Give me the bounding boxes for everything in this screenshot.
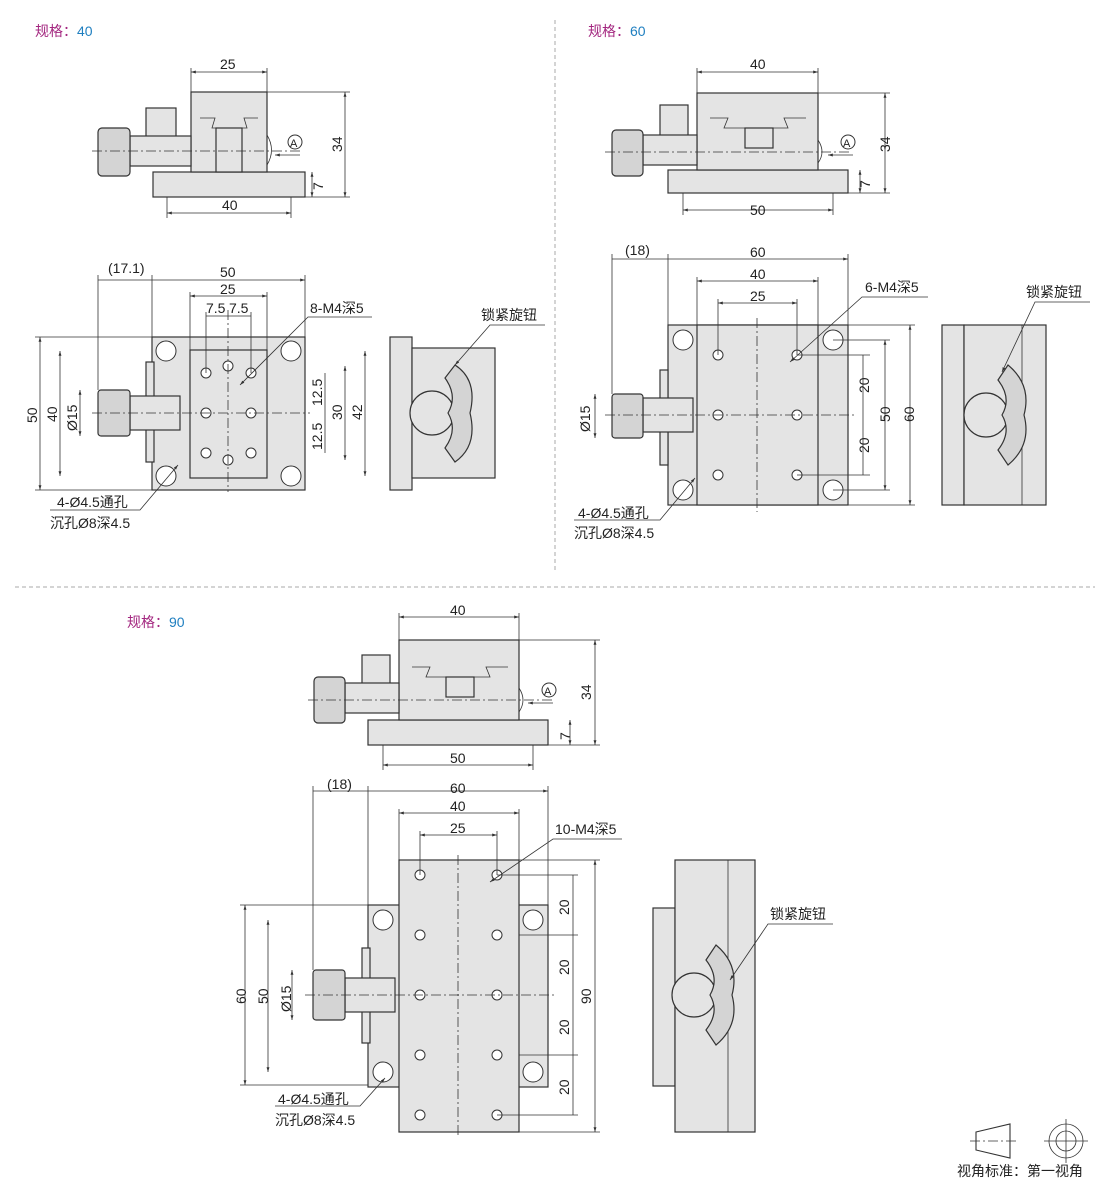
dimension-label: 60 — [233, 988, 249, 1004]
dimension-label: (18) — [327, 776, 352, 792]
top-view: (18) 60 40 25 10-M4深5 60 50 Ø15 20 20 20… — [233, 776, 622, 1138]
dimension-label: 25 — [220, 56, 236, 72]
dimension-label: 沉孔Ø8深4.5 — [50, 515, 130, 531]
dimension-label: 20 — [856, 377, 872, 393]
dimension-label: 7.5 — [206, 300, 226, 316]
top-view: (18) 60 40 25 6-M4深5 Ø15 20 20 50 60 4-Ø… — [574, 242, 928, 541]
dimension-label: 34 — [877, 136, 893, 152]
dimension-label: 20 — [556, 959, 572, 975]
dimension-label: 20 — [556, 1079, 572, 1095]
end-view: 锁紧旋钮 — [652, 859, 833, 1133]
dimension-label: 60 — [450, 780, 466, 796]
side-view: 40 34 7 50 A — [308, 602, 600, 770]
dimension-label: 40 — [750, 266, 766, 282]
dimension-label: 25 — [450, 820, 466, 836]
dimension-label: 40 — [222, 197, 238, 213]
dimension-label: 锁紧旋钮 — [481, 307, 537, 323]
dimension-label: A — [843, 138, 851, 150]
dimension-label: Ø15 — [278, 985, 294, 1012]
dimension-label: 锁紧旋钮 — [1026, 284, 1082, 300]
dimension-label: 20 — [556, 1019, 572, 1035]
dimension-label: 40 — [450, 798, 466, 814]
dimension-label: (18) — [625, 242, 650, 258]
dimension-label: 40 — [77, 23, 93, 39]
dimension-label: 60 — [750, 244, 766, 260]
dimension-label: 7.5 — [229, 300, 249, 316]
spec-90-section: 规格：90 40 34 7 50 A (18) 60 40 25 10-M4深5… — [127, 602, 833, 1138]
dimension-label: 10-M4深5 — [555, 821, 617, 837]
dimension-label: 50 — [255, 988, 271, 1004]
spec-title: 规格：40 — [35, 23, 93, 39]
dimension-label: (17.1) — [108, 260, 145, 276]
dimension-label: 6-M4深5 — [865, 279, 919, 295]
dimension-label: 25 — [220, 281, 236, 297]
side-view: 25 34 7 40 A — [92, 56, 350, 218]
dimension-label: 4-Ø4.5通孔 — [57, 494, 128, 510]
dimension-label: 12.5 — [309, 379, 325, 406]
dimension-label: 7 — [557, 732, 573, 740]
dimension-label: 90 — [578, 988, 594, 1004]
dimension-label: 规格： — [127, 614, 169, 630]
dimension-label: 34 — [578, 684, 594, 700]
dimension-label: 沉孔Ø8深4.5 — [275, 1112, 355, 1128]
dimension-label: 60 — [630, 23, 646, 39]
dimension-label: Ø15 — [577, 405, 593, 432]
dimension-label: 4-Ø4.5通孔 — [278, 1091, 349, 1107]
spec-title: 规格：90 — [127, 614, 185, 630]
dimension-label: 50 — [750, 202, 766, 218]
dimension-label: 8-M4深5 — [310, 300, 364, 316]
dimension-label: A — [290, 138, 298, 150]
projection-legend: 视角标准：第一视角 — [957, 1119, 1088, 1179]
dimension-label: Ø15 — [64, 404, 80, 431]
dimension-label: 锁紧旋钮 — [770, 906, 826, 922]
dimension-label: 50 — [24, 407, 40, 423]
dimension-label: A — [544, 686, 552, 698]
dimension-label: 42 — [349, 404, 365, 420]
dimension-label: 视角标准：第一视角 — [957, 1163, 1083, 1179]
dimension-label: 4-Ø4.5通孔 — [578, 505, 649, 521]
dimension-label: 50 — [877, 406, 893, 422]
dimension-label: 34 — [329, 136, 345, 152]
dimension-label: 60 — [901, 406, 917, 422]
dimension-label: 50 — [450, 750, 466, 766]
spec-60-section: 规格：60 40 34 7 50 A (18) 60 40 25 6-M4深5 … — [574, 23, 1090, 541]
dimension-label: 30 — [329, 404, 345, 420]
dimension-label: 25 — [750, 288, 766, 304]
dimension-label: 12.5 — [309, 423, 325, 450]
dimension-label: 40 — [450, 602, 466, 618]
dimension-label: 40 — [750, 56, 766, 72]
dimension-label: 90 — [169, 614, 185, 630]
dimension-label: 7 — [857, 180, 873, 188]
end-view: 锁紧旋钮 — [941, 284, 1090, 506]
spec-title: 规格：60 — [588, 23, 646, 39]
dimension-label: 规格： — [588, 23, 630, 39]
end-view: 锁紧旋钮 — [389, 307, 545, 491]
dimension-label: 50 — [220, 264, 236, 280]
dimension-label: 沉孔Ø8深4.5 — [574, 525, 654, 541]
dimension-label: 规格： — [35, 23, 77, 39]
dimension-label: 20 — [856, 437, 872, 453]
dimension-label: 7 — [310, 182, 326, 190]
dimension-label: 20 — [556, 899, 572, 915]
dimension-label: 40 — [44, 406, 60, 422]
side-view: 40 34 7 50 A — [605, 56, 893, 218]
